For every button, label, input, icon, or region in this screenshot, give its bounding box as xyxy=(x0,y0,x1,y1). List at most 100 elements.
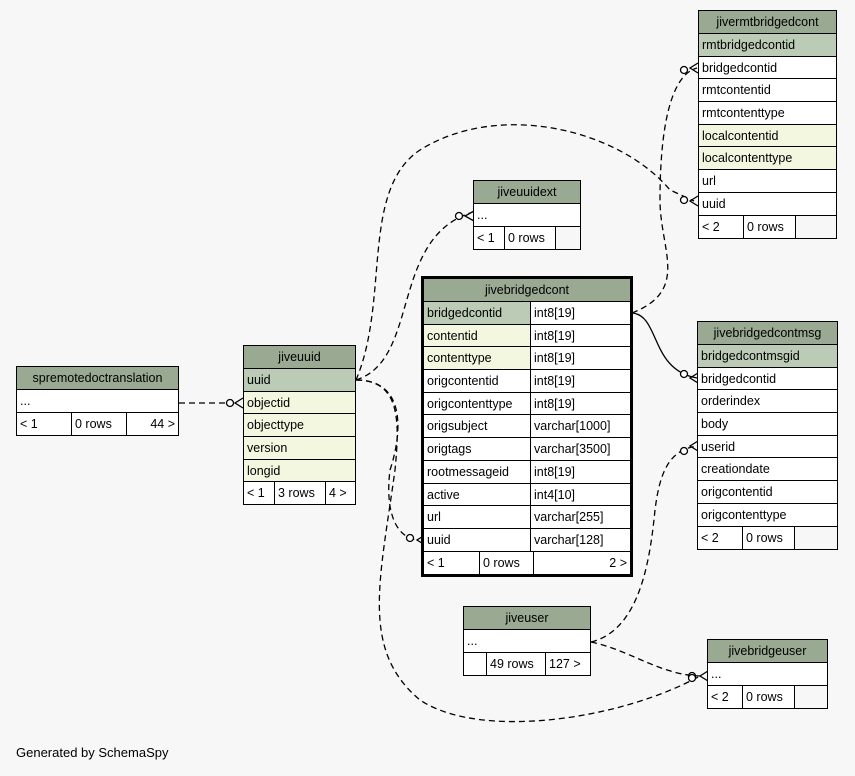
children-count: 4 > xyxy=(326,482,355,505)
edge-jivebridgedcont-jivebridgedcontmsg xyxy=(631,312,698,379)
row-count: 0 rows xyxy=(743,526,795,549)
column-name: origsubject xyxy=(424,415,531,438)
column-row: localcontenttype xyxy=(699,147,836,171)
parents-count xyxy=(464,652,487,675)
row-count: 49 rows xyxy=(487,652,546,675)
column-type: int8[19] xyxy=(534,351,576,366)
edge-end-marker xyxy=(679,65,689,75)
edge-end-marker xyxy=(687,673,697,683)
column-type: varchar[1000] xyxy=(534,419,611,434)
edge-end-marker xyxy=(454,211,464,221)
table-title: jiveuser xyxy=(464,607,590,630)
column-row: ... xyxy=(708,663,827,686)
column-row: version xyxy=(244,437,355,460)
table-jiveuuid[interactable]: jiveuuid uuid objectid objecttype versio… xyxy=(243,345,356,506)
parents-count: < 1 xyxy=(17,412,72,435)
column-row: ... xyxy=(464,630,590,653)
parents-count: < 1 xyxy=(424,551,480,574)
column-row: bridgedcontmsgid xyxy=(698,345,837,368)
children-count xyxy=(795,526,837,549)
children-count xyxy=(796,215,836,238)
table-footer: < 2 0 rows xyxy=(699,215,836,238)
column-type: int8[19] xyxy=(534,396,576,411)
table-footer: < 1 0 rows xyxy=(474,226,580,249)
column-row: objectid xyxy=(244,391,355,415)
column-name: contentid xyxy=(424,324,531,347)
column-name: active xyxy=(424,483,531,506)
edge-end-marker xyxy=(225,398,235,408)
column-row: orderindex xyxy=(698,390,837,414)
column-name: origcontenttype xyxy=(424,392,531,415)
column-row: origcontentid xyxy=(698,481,837,504)
children-count: 44 > xyxy=(127,412,178,435)
table-footer: < 2 0 rows xyxy=(708,685,827,708)
table-jiveuser[interactable]: jiveuser ... 49 rows 127 > xyxy=(463,606,591,676)
table-title: jiveuuidext xyxy=(474,181,580,204)
edge-end-marker xyxy=(679,369,689,379)
table-title: jiveuuid xyxy=(244,346,355,369)
generated-by-caption: Generated by SchemaSpy xyxy=(16,745,169,760)
edge-end-marker xyxy=(679,195,689,205)
column-name: uuid xyxy=(424,528,531,551)
table-title: spremotedoctranslation xyxy=(17,367,178,390)
edge-jivebridgedcont-jivermtbridgedcont xyxy=(631,67,698,314)
column-row: rmtcontenttype xyxy=(699,102,836,125)
column-row: bridgedcontid xyxy=(699,57,836,80)
column-row: body xyxy=(698,413,837,436)
column-row: rmtcontentid xyxy=(699,79,836,103)
column-name: rootmessageid xyxy=(424,460,531,483)
crows-foot-marker xyxy=(698,670,709,682)
column-row: localcontentid xyxy=(699,124,836,148)
column-row: creationdate xyxy=(698,458,837,482)
edge-jiveuuid-jivebridgeuser xyxy=(355,379,701,723)
column-row: ... xyxy=(17,390,178,413)
parents-count: < 1 xyxy=(244,482,275,505)
row-count: 0 rows xyxy=(744,215,796,238)
column-type: varchar[255] xyxy=(534,510,604,525)
parents-count: < 2 xyxy=(698,526,743,549)
column-row: userid xyxy=(698,436,837,459)
table-title: jivebridgedcont xyxy=(424,279,630,302)
column-name: origcontentid xyxy=(424,370,531,392)
table-jivebridgedcontmsg[interactable]: jivebridgedcontmsg bridgedcontmsgid brid… xyxy=(697,321,838,550)
table-spremotedoctranslation[interactable]: spremotedoctranslation ... < 1 0 rows 44… xyxy=(16,366,179,436)
table-jivermtbridgedcont[interactable]: jivermtbridgedcont rmtbridgedcontid brid… xyxy=(698,10,837,239)
table-footer: < 1 3 rows 4 > xyxy=(244,482,355,505)
parents-count: < 2 xyxy=(708,685,743,708)
column-row: bridgedcontid xyxy=(698,368,837,391)
parents-count: < 1 xyxy=(474,226,505,249)
column-row: longid xyxy=(244,459,355,483)
column-row: rmtbridgedcontid xyxy=(699,34,836,57)
column-type: int4[10] xyxy=(534,487,576,502)
parents-count: < 2 xyxy=(699,215,744,238)
column-row: url xyxy=(699,170,836,193)
column-row: origcontenttype xyxy=(698,504,837,527)
children-count: 127 > xyxy=(546,652,590,675)
column-type: varchar[128] xyxy=(534,532,604,547)
table-jiveuuidext[interactable]: jiveuuidext ... < 1 0 rows xyxy=(473,180,581,250)
column-name: url xyxy=(424,506,531,528)
edge-end-marker xyxy=(679,446,689,456)
column-type: int8[19] xyxy=(534,306,576,320)
table-jivebridgeuser[interactable]: jivebridgeuser ... < 2 0 rows xyxy=(707,639,828,709)
column-type: int8[19] xyxy=(534,464,576,479)
table-footer: 49 rows 127 > xyxy=(464,652,590,675)
edge-jiveuuid-jiveuuidext xyxy=(355,212,471,381)
column-name: origtags xyxy=(424,438,531,460)
edge-jiveuuid-jivermtbridgedcont-uuid xyxy=(355,124,695,381)
column-type: int8[19] xyxy=(534,374,576,389)
row-count: 0 rows xyxy=(743,685,795,708)
